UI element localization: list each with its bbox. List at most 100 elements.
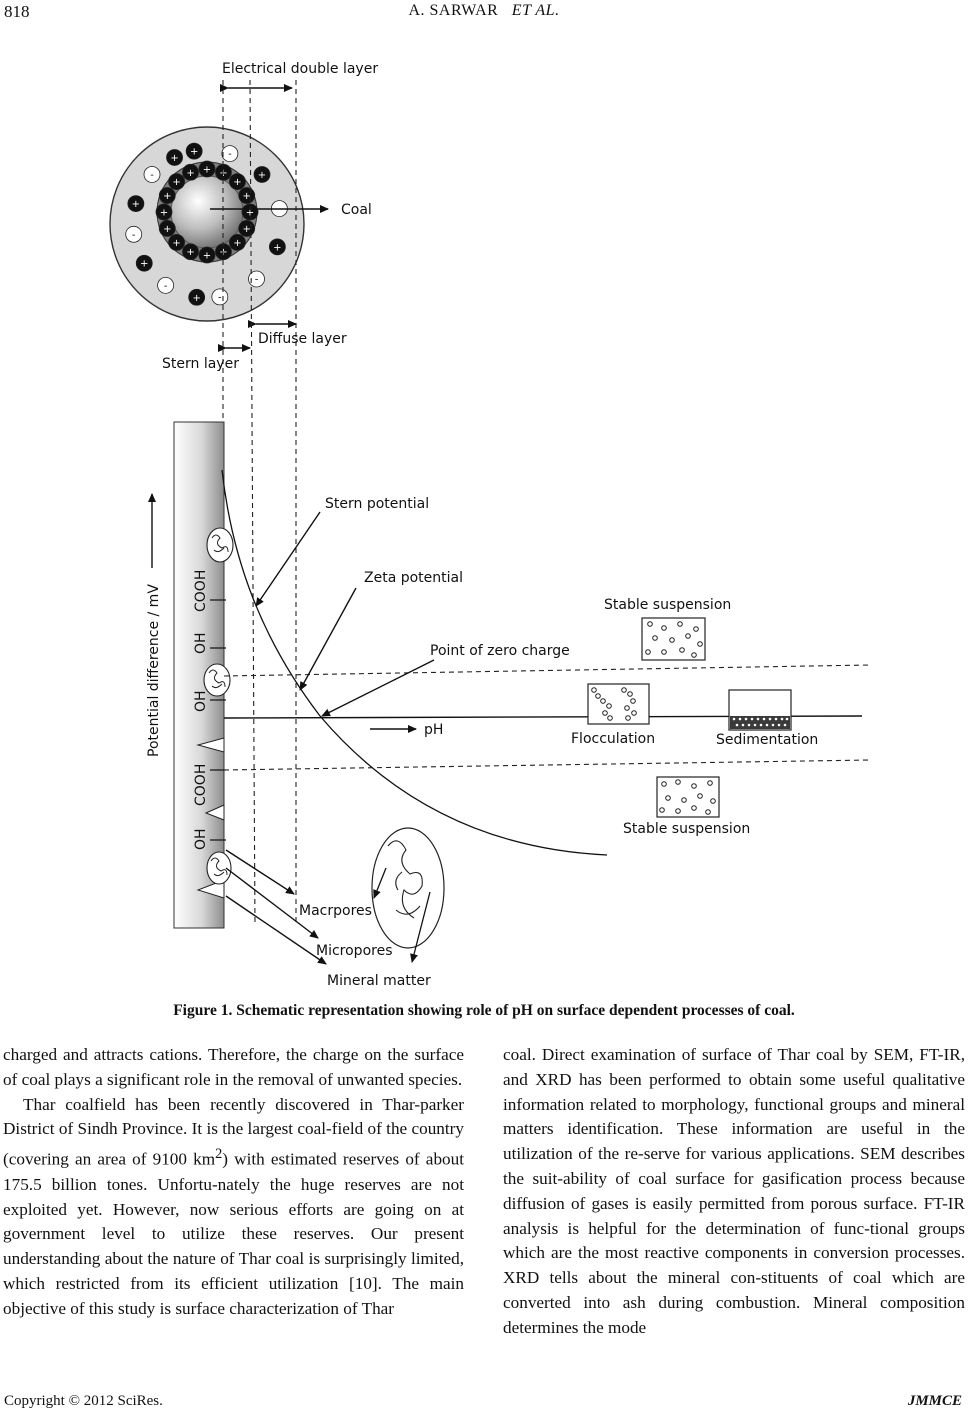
col2-paragraph-1: coal. Direct examination of surface of T… (503, 1045, 965, 1337)
label-coal: Coal (341, 202, 372, 218)
label-stern-potential: Stern potential (325, 496, 429, 512)
group-oh-upper: OH (193, 632, 209, 654)
positive-charge-marker (188, 288, 206, 306)
charge-sign: + (160, 208, 168, 219)
negative-charge-marker (221, 145, 239, 163)
label-zeta-potential: Zeta potential (364, 570, 463, 586)
positive-charge-marker (135, 254, 153, 272)
pore-circles (203, 527, 234, 885)
group-oh-middle: OH (193, 690, 209, 712)
charge-sign: - (255, 274, 259, 285)
pore-squiggles (208, 534, 229, 877)
charge-sign: + (203, 165, 211, 176)
col1-p2-part-b: ) with estimated reserves of about 175.5… (3, 1149, 464, 1318)
label-stable-suspension-top: Stable suspension (604, 597, 731, 613)
label-diffuse-layer: Diffuse layer (258, 331, 347, 347)
page-footer: Copyright © 2012 SciRes. JMMCE (0, 1393, 968, 1413)
label-mineral-matter: Mineral matter (327, 973, 431, 989)
charge-sign: + (190, 147, 198, 158)
upper-dashed-line (223, 664, 871, 677)
charge-sign: + (163, 191, 171, 202)
positive-charge-marker (253, 166, 271, 183)
negative-charge-marker (211, 288, 229, 306)
positive-charge-marker (241, 203, 259, 221)
body-column-left: charged and attracts cations. Therefore,… (3, 1043, 464, 1322)
page-header: 818 A. SARWAR ET AL. (0, 0, 968, 30)
negative-charge-marker (157, 276, 175, 294)
negative-charge-marker (125, 225, 143, 243)
positive-charge-marker (198, 160, 216, 178)
label-micropores: Micropores (316, 943, 393, 959)
coal-particle: +++++++++++++++++-+-+--+-+-+-+ (109, 126, 305, 322)
positive-charge-marker (155, 203, 173, 221)
group-cooh-lower: COOH (193, 764, 209, 806)
charge-sign: + (170, 153, 178, 164)
positive-charge-marker (168, 173, 185, 190)
positive-charge-marker (182, 243, 199, 261)
label-edl: Electrical double layer (222, 61, 378, 77)
mineral-wedges (196, 737, 225, 899)
col1-p2-part-a: Thar coalfield has been recently discove… (3, 1094, 464, 1169)
stern-potential-arrow (255, 511, 321, 607)
zeta-potential-arrow (299, 587, 357, 691)
pzc-arrow (321, 659, 435, 717)
label-stable-suspension-bottom: Stable suspension (623, 821, 750, 837)
charge-sign: + (233, 177, 241, 188)
y-axis-label: Potential difference / mV (146, 584, 162, 757)
positive-charge-marker (268, 238, 286, 256)
charge-sign: + (203, 251, 211, 262)
mineral-arrow (225, 895, 327, 965)
col1-paragraph-1: charged and attracts cations. Therefore,… (3, 1045, 464, 1089)
charge-sign: + (258, 170, 266, 181)
macropore-blob (371, 827, 445, 963)
label-sedimentation: Sedimentation (716, 732, 818, 748)
charge-sign: - (218, 292, 222, 303)
sedimentation-box (728, 689, 792, 731)
col1-p2-superscript: 2 (215, 1146, 223, 1163)
charge-sign: + (246, 208, 254, 219)
journal-name: JMMCE (907, 1393, 962, 1409)
figure-1-schematic: +++++++++++++++++-+-+--+-+-+-+ (109, 61, 871, 989)
positive-charge-marker (229, 234, 246, 251)
positive-charge-marker (166, 149, 183, 166)
label-stern-layer: Stern layer (162, 356, 239, 372)
charge-sign: + (172, 177, 180, 188)
charge-sign: + (163, 224, 171, 235)
charge-sign: + (132, 199, 140, 210)
stable-suspension-top-box (641, 617, 706, 661)
group-oh-lower: OH (193, 828, 209, 850)
figure-caption: Figure 1. Schematic representation showi… (173, 1002, 795, 1019)
charge-sign: + (273, 242, 281, 253)
potential-decay-curve (221, 469, 608, 856)
page-number: 818 (4, 2, 30, 21)
label-flocculation: Flocculation (571, 731, 655, 747)
group-cooh-upper: COOH (193, 570, 209, 612)
running-head: A. SARWAR ET AL. (0, 2, 968, 20)
positive-charge-marker (182, 163, 199, 181)
running-etal: ET AL. (511, 2, 560, 19)
stable-suspension-bottom-box (656, 776, 720, 818)
charge-sign: + (172, 238, 180, 249)
copyright: Copyright © 2012 SciRes. (4, 1393, 163, 1409)
positive-charge-marker (168, 234, 185, 251)
positive-charge-marker (229, 173, 246, 190)
surface-charges: +++++++++++++++++-+-+--+-+-+-+ (125, 142, 288, 306)
charge-sign: - (164, 281, 168, 292)
charge-sign: + (243, 191, 251, 202)
flocculation-box (587, 683, 650, 725)
positive-charge-marker (158, 187, 176, 204)
charge-sign: - (228, 149, 232, 160)
running-author: A. SARWAR (408, 2, 499, 19)
label-ph: pH (424, 722, 443, 738)
charge-sign: - (150, 170, 154, 181)
col1-paragraph-2: Thar coalfield has been recently discove… (3, 1093, 464, 1322)
charge-sign: + (233, 238, 241, 249)
body-column-right: coal. Direct examination of surface of T… (503, 1043, 965, 1341)
label-pzc: Point of zero charge (430, 643, 570, 659)
charge-sign: + (186, 247, 194, 258)
charge-sign: + (193, 293, 201, 304)
negative-charge-marker (143, 166, 161, 183)
label-macropores: Macrpores (299, 903, 372, 919)
positive-charge-marker (127, 195, 145, 213)
positive-charge-marker (158, 220, 176, 237)
